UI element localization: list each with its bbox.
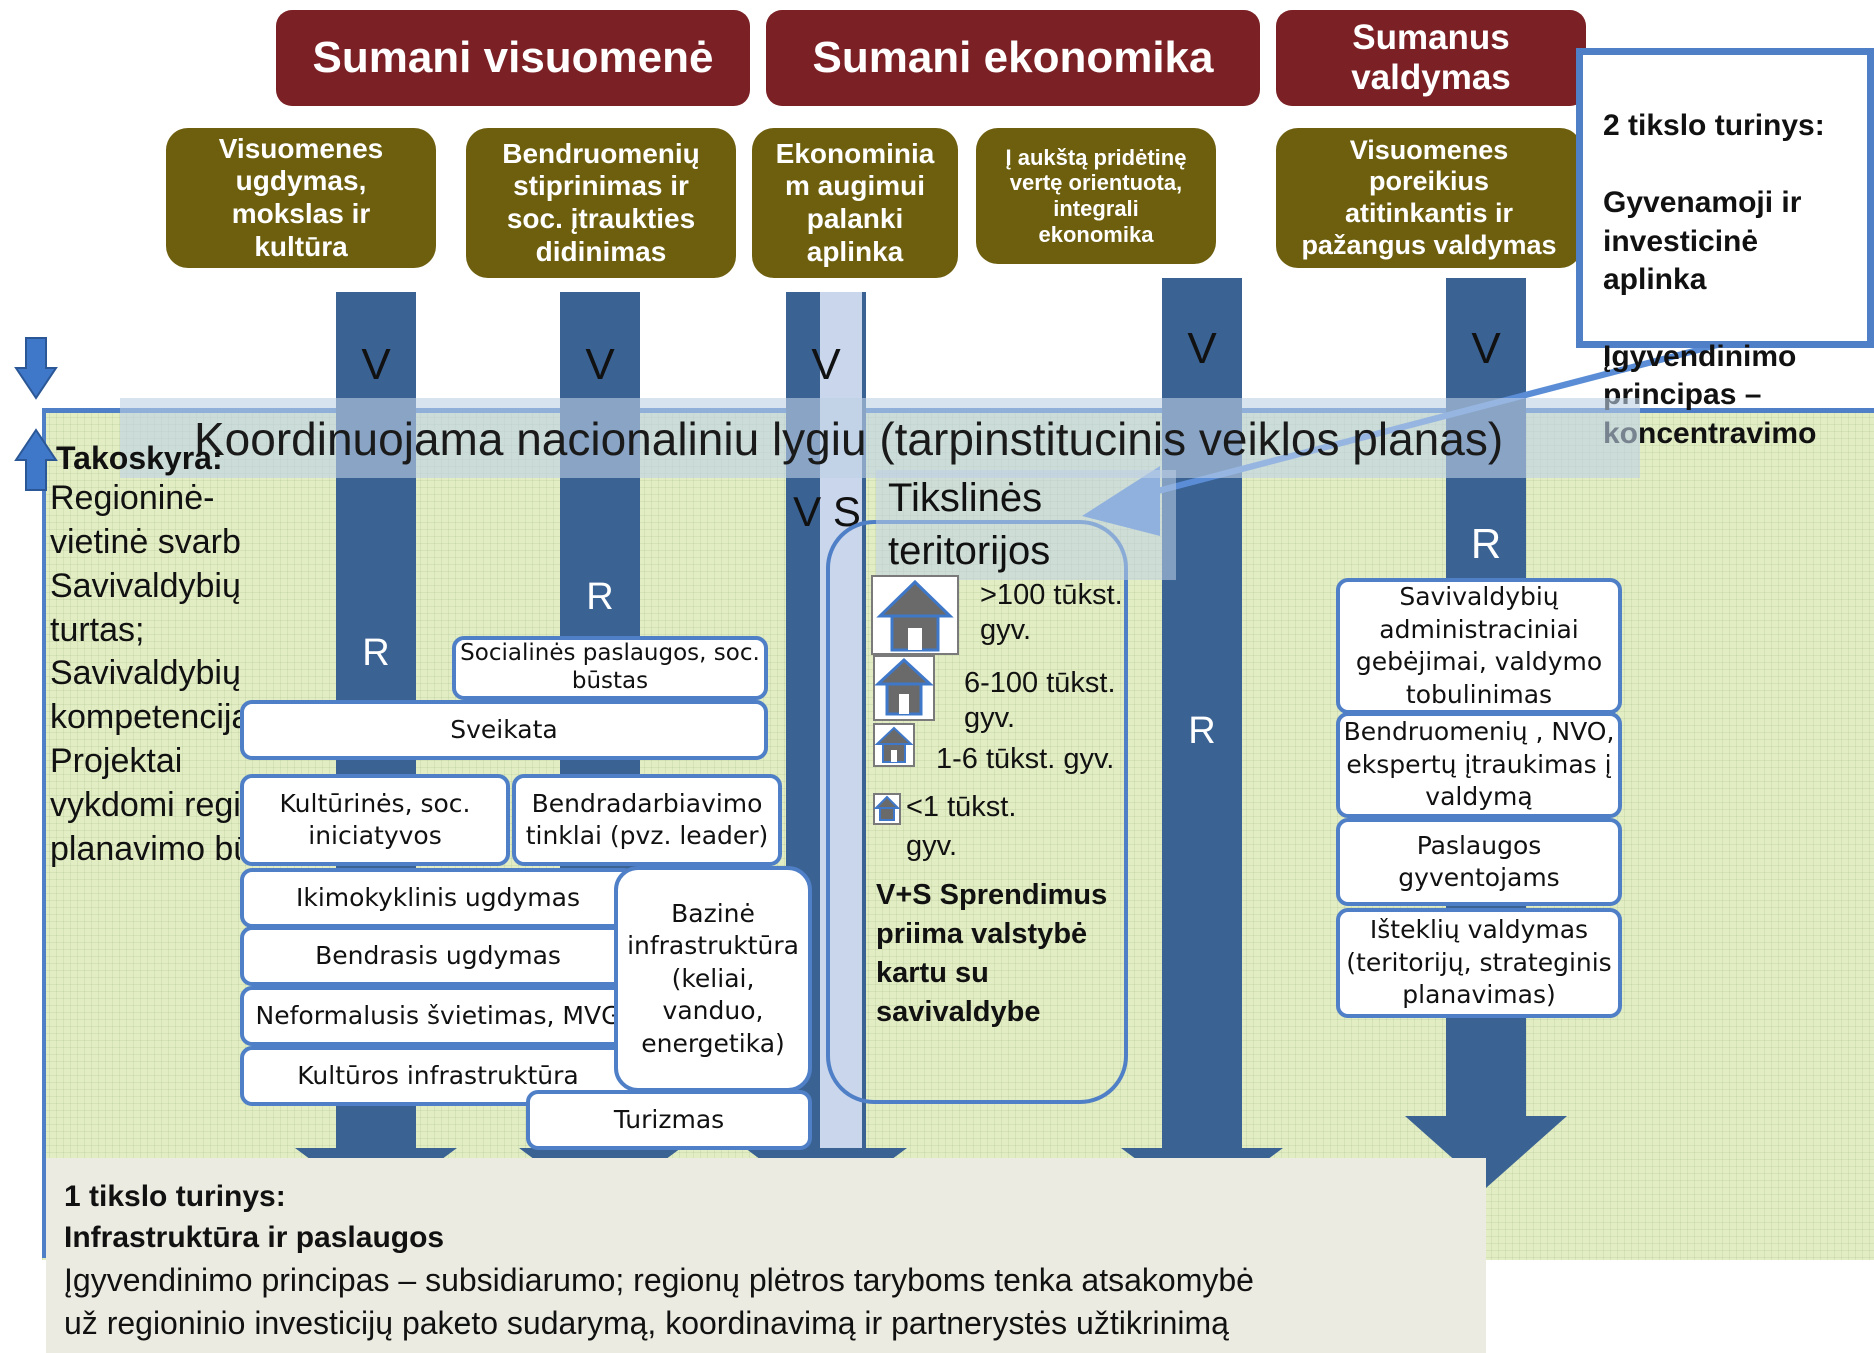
bar-4-v-label: V xyxy=(1187,324,1217,373)
bar-1-r-label: R xyxy=(362,632,390,674)
box-general-education: Bendrasis ugdymas xyxy=(240,926,636,986)
bar-2-r-label: R xyxy=(586,576,614,618)
header-smart-economy: Sumani ekonomika xyxy=(766,10,1260,106)
takoskyra-block: Takoskyra: Regioninė- vietinė svarba; Sa… xyxy=(50,440,240,900)
box-cooperation-networks: Bendradarbiavimo tinklai (pvz. leader) xyxy=(512,774,782,866)
panel-left-border xyxy=(42,408,46,1258)
box-cultural-initiatives: Kultūrinės, soc. iniciatyvos xyxy=(240,774,510,866)
coordination-band xyxy=(120,398,1640,478)
box-tourism: Turizmas xyxy=(526,1090,812,1150)
bar-3-v-label: V xyxy=(811,340,841,389)
bar-5-r-label: R xyxy=(1470,520,1502,567)
target-territories-title: Tikslinės teritorijos xyxy=(888,476,1051,573)
box-health: Sveikata xyxy=(240,700,768,760)
goal-1-principle: Įgyvendinimo principas – subsidiarumo; r… xyxy=(64,1261,1254,1342)
goal-economic-growth: Ekonominia m augimui palanki aplinka xyxy=(752,128,958,278)
goal-2-content: Gyvenamoji ir investicinė aplinka xyxy=(1603,186,1802,296)
bar-2-v-label: V xyxy=(585,340,615,389)
box-resident-services: Paslaugos gyventojams xyxy=(1336,818,1622,906)
box-nonformal-education: Neformalusis švietimas, MVG xyxy=(240,986,636,1046)
box-social-services: Socialinės paslaugos, soc. būstas xyxy=(452,636,768,700)
bar-5-v-label: V xyxy=(1471,324,1501,373)
bar-1-v-label: V xyxy=(361,340,391,389)
box-preschool: Ikimokyklinis ugdymas xyxy=(240,868,636,928)
territory-size-1: >100 tūkst. gyv. xyxy=(980,579,1123,646)
goal-1-box: 1 tikslo turinys: Infrastruktūra ir pasl… xyxy=(46,1158,1486,1353)
bar-4-r-label: R xyxy=(1188,710,1216,752)
bar-5-arrowhead xyxy=(1405,1116,1567,1188)
goal-education: Visuomenes ugdymas, mokslas ir kultūra xyxy=(166,128,436,268)
box-resource-management: Išteklių valdymas (teritorijų, strategin… xyxy=(1336,908,1622,1018)
goal-2-title: 2 tikslo turinys: xyxy=(1603,109,1825,143)
up-arrow-icon xyxy=(14,428,58,491)
takoskyra-body: Regioninė- vietinė svarba; Savivaldybių … xyxy=(50,479,240,868)
territory-size-3: 1-6 tūkst. gyv. xyxy=(936,743,1115,775)
coordination-text: Koordinuojama nacionaliniu lygiu (tarpin… xyxy=(194,413,1504,465)
house-icon-large xyxy=(871,575,959,655)
header-smart-society: Sumani visuomenė xyxy=(276,10,750,106)
goal-value-economy: Į aukštą pridėtinę vertę orientuota, int… xyxy=(976,128,1216,264)
house-icon-medium xyxy=(873,655,935,721)
decision-text: V+S Sprendimus priima valstybė kartu su … xyxy=(876,879,1108,1028)
takoskyra-title: Takoskyra: xyxy=(56,440,223,476)
goal-2-callout: 2 tikslo turinys: Gyvenamoji ir investic… xyxy=(1576,48,1874,450)
house-icons xyxy=(871,575,959,825)
box-admin-capacity: Savivaldybių administraciniai gebėjimai,… xyxy=(1336,578,1622,714)
territory-size-2: 6-100 tūkst. gyv. xyxy=(964,667,1116,734)
house-icon-small xyxy=(873,723,915,767)
goal-communities: Bendruomenių stiprinimas ir soc. įtraukt… xyxy=(466,128,736,278)
header-smart-governance: Sumanus valdymas xyxy=(1276,10,1586,106)
target-territories-title-bg xyxy=(876,470,1176,580)
box-community-involvement: Bendruomenių , NVO, ekspertų įtraukimas … xyxy=(1336,712,1622,818)
territory-size-4: <1 tūkst. gyv. xyxy=(906,791,1017,862)
goal-governance: Visuomenes poreikius atitinkantis ir paž… xyxy=(1276,128,1582,268)
goal-2-principle: Įgyvendinimo principas – koncentravimo xyxy=(1603,339,1817,450)
goal-1-content: Infrastruktūra ir paslaugos xyxy=(64,1221,445,1255)
house-icon-tiny xyxy=(873,793,901,825)
goal-1-title: 1 tikslo turinys: xyxy=(64,1180,286,1213)
box-basic-infrastructure: Bazinė infrastruktūra (keliai, vanduo, e… xyxy=(614,866,812,1092)
down-arrow-icon xyxy=(14,337,58,400)
